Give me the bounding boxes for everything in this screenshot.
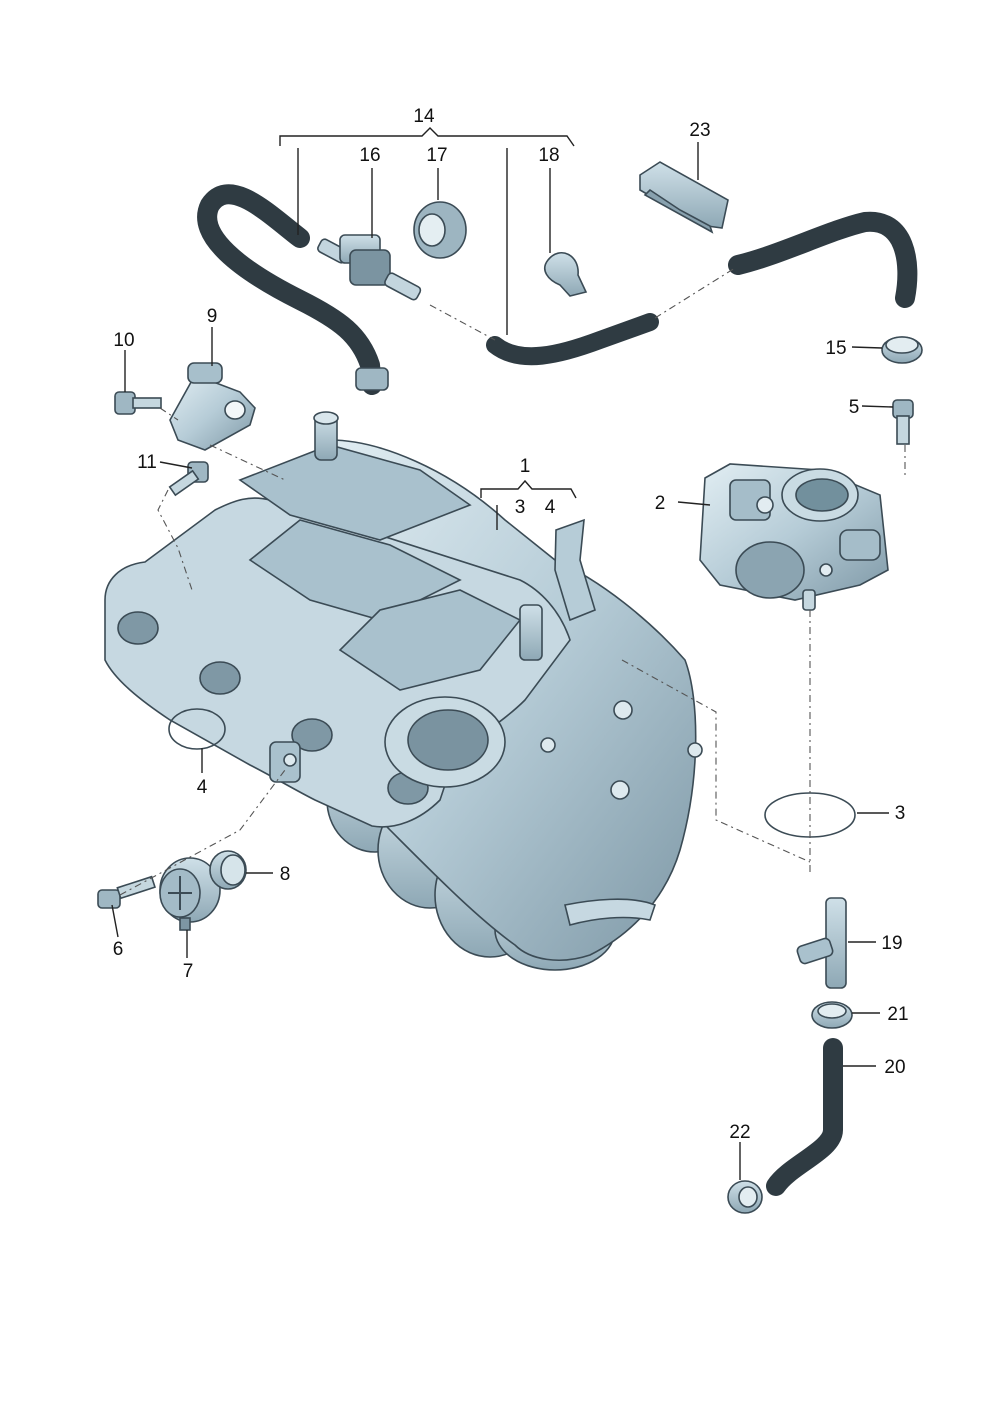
vent-hose-right: [728, 211, 918, 308]
callout-5: 5: [849, 397, 860, 418]
callout-23: 23: [689, 120, 710, 141]
vent-hose-mid: [486, 313, 659, 366]
bolt-11: [168, 461, 209, 497]
callout-18: 18: [538, 145, 559, 166]
breather-valve: [317, 234, 422, 301]
bracket-9: [169, 362, 256, 451]
callout-7: 7: [183, 961, 194, 982]
callout-21: 21: [887, 1004, 908, 1025]
callout-8: 8: [280, 864, 291, 885]
bolt-5: [892, 399, 914, 445]
bolt-10: [114, 391, 162, 415]
grommet-17: [413, 201, 467, 259]
o-ring-4: [168, 708, 226, 750]
callout-3: 3: [895, 803, 906, 824]
callout-14: 14: [413, 106, 435, 127]
callout-6: 6: [113, 939, 124, 960]
callout-4-bracket: 4: [545, 497, 556, 518]
hose-clamp-21: [811, 1001, 853, 1029]
callout-3-bracket: 3: [515, 497, 526, 518]
bracket-1: [480, 479, 577, 499]
t-connector-19: [796, 897, 847, 989]
vent-hose-left: [197, 184, 389, 395]
callout-2: 2: [655, 493, 666, 514]
hose-clip-18: [544, 252, 588, 297]
assembly-lines: [119, 267, 906, 896]
hose-clamp-15: [881, 336, 923, 364]
plug-8: [209, 850, 247, 890]
callout-15: 15: [825, 338, 846, 359]
callout-20: 20: [884, 1057, 905, 1078]
callout-9: 9: [207, 306, 218, 327]
callout-10: 10: [113, 330, 134, 351]
throttle-valve-module: [699, 463, 889, 611]
intake-manifold: [104, 411, 703, 971]
callout-17: 17: [426, 145, 447, 166]
callout-19: 19: [881, 933, 902, 954]
callout-4: 4: [197, 777, 208, 798]
bracket-14: [279, 127, 575, 147]
screw-6: [97, 875, 156, 909]
hose-clamp-22: [727, 1180, 763, 1214]
hose-20: [766, 1038, 843, 1196]
hose-holder-23: [639, 161, 729, 234]
callout-16: 16: [359, 145, 380, 166]
callout-22: 22: [729, 1122, 750, 1143]
callout-11: 11: [137, 452, 157, 473]
leader-lines: [111, 142, 894, 1180]
sensor-7: [159, 857, 221, 931]
callout-1: 1: [520, 456, 531, 477]
callout-labels: 14 16 17 18 23 15 9 10 5 11 1 3 4 2 4 3 …: [113, 106, 909, 1143]
